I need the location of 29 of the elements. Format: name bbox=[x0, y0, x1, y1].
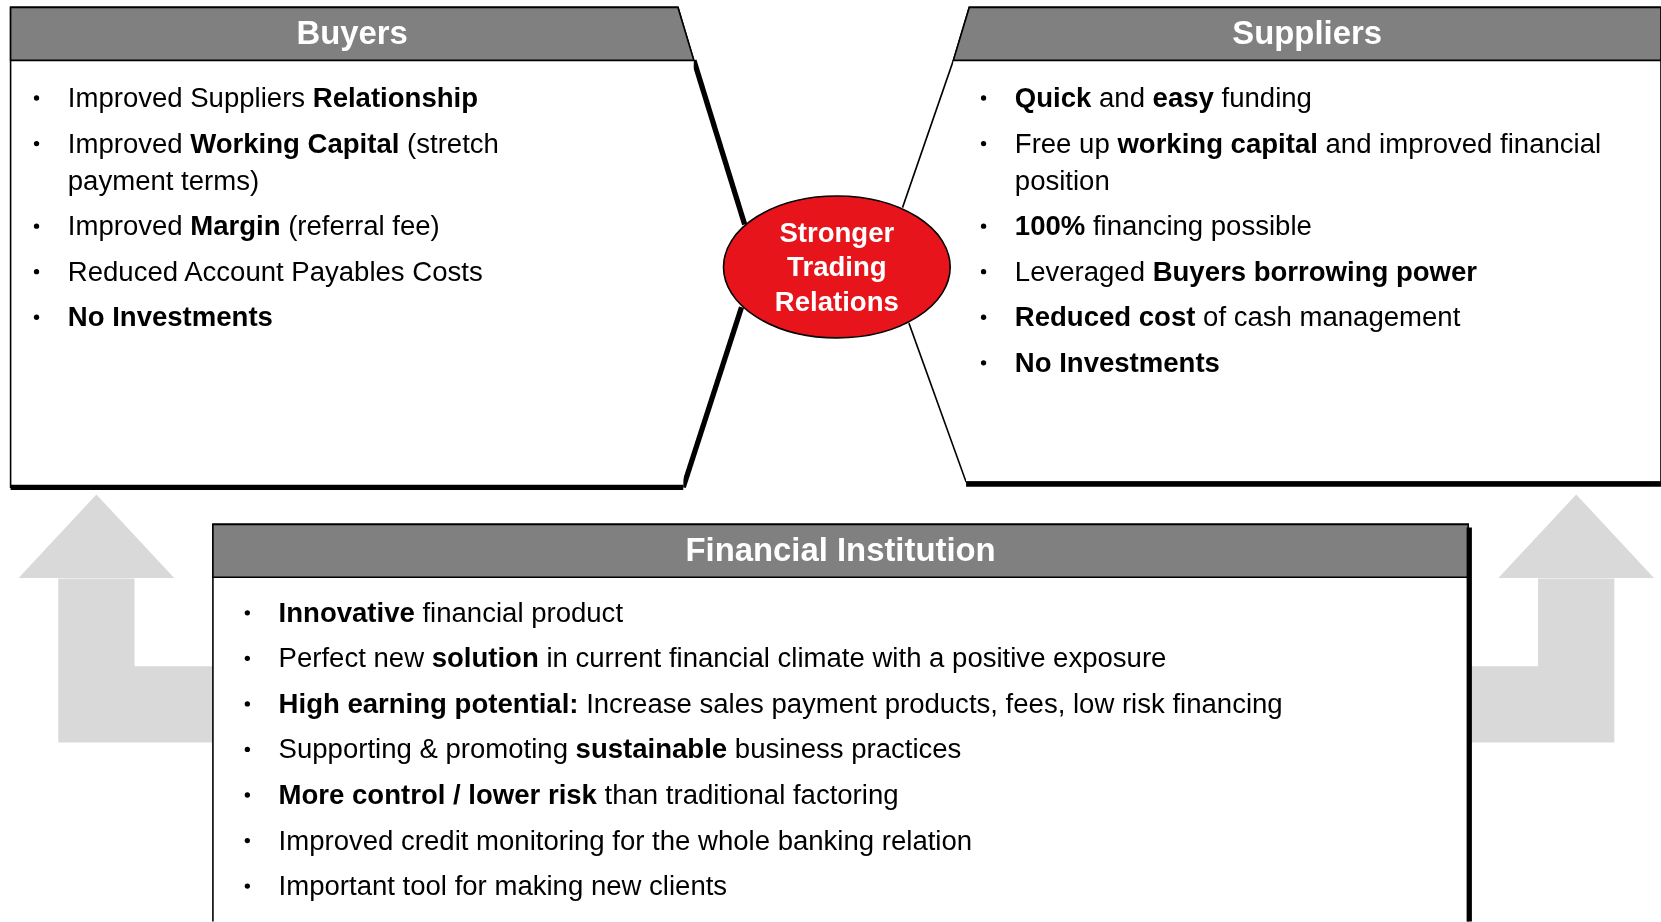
connector-line bbox=[901, 59, 955, 209]
bullet-text: 100% financing possible bbox=[1014, 209, 1312, 242]
bullet-text: Quick and easy funding bbox=[1014, 81, 1312, 114]
connector-line bbox=[691, 59, 748, 226]
bullet-text: Improved credit monitoring for the whole banking relation bbox=[278, 824, 973, 856]
bullet-text: Reduced Account Payables Costs bbox=[67, 255, 483, 288]
panel-heading: Suppliers bbox=[1231, 13, 1383, 54]
bullet-text: Leveraged Buyers borrowing power bbox=[1014, 255, 1478, 288]
bullet-text: No Investments bbox=[67, 300, 273, 333]
bullet-text: Improved Suppliers Relationship bbox=[67, 81, 478, 114]
bullet-text: Improved Working Capital (stretch payment terms) bbox=[67, 127, 499, 196]
bullet-text: Perfect new solution in current financial climate with a positive exposure bbox=[278, 641, 1167, 674]
connector-line bbox=[908, 322, 967, 483]
bullet-text: Innovative financial product bbox=[278, 596, 624, 629]
panel-heading: Financial Institution bbox=[684, 530, 997, 571]
arrow bbox=[1470, 494, 1655, 743]
connector-line bbox=[680, 306, 745, 489]
arrow bbox=[18, 494, 213, 743]
node-label: Stronger Trading Relations bbox=[773, 214, 900, 320]
bullet-text: No Investments bbox=[1014, 346, 1220, 379]
ellipse-node bbox=[722, 194, 952, 339]
panel bbox=[212, 524, 1471, 922]
panel-heading: Buyers bbox=[295, 13, 409, 54]
bullet-text: Reduced cost of cash management bbox=[1014, 300, 1461, 333]
bullet-text: Important tool for making new clients bbox=[278, 869, 728, 902]
bullet-text: Supporting & promoting sustainable business practices bbox=[278, 733, 962, 765]
bullet-text: More control / lower risk than traditional factoring bbox=[278, 778, 899, 811]
bullet-text: High earning potential: Increase sales payment products, fees, low risk financing bbox=[278, 687, 1283, 720]
bullet-text: Improved Margin (referral fee) bbox=[67, 209, 440, 242]
